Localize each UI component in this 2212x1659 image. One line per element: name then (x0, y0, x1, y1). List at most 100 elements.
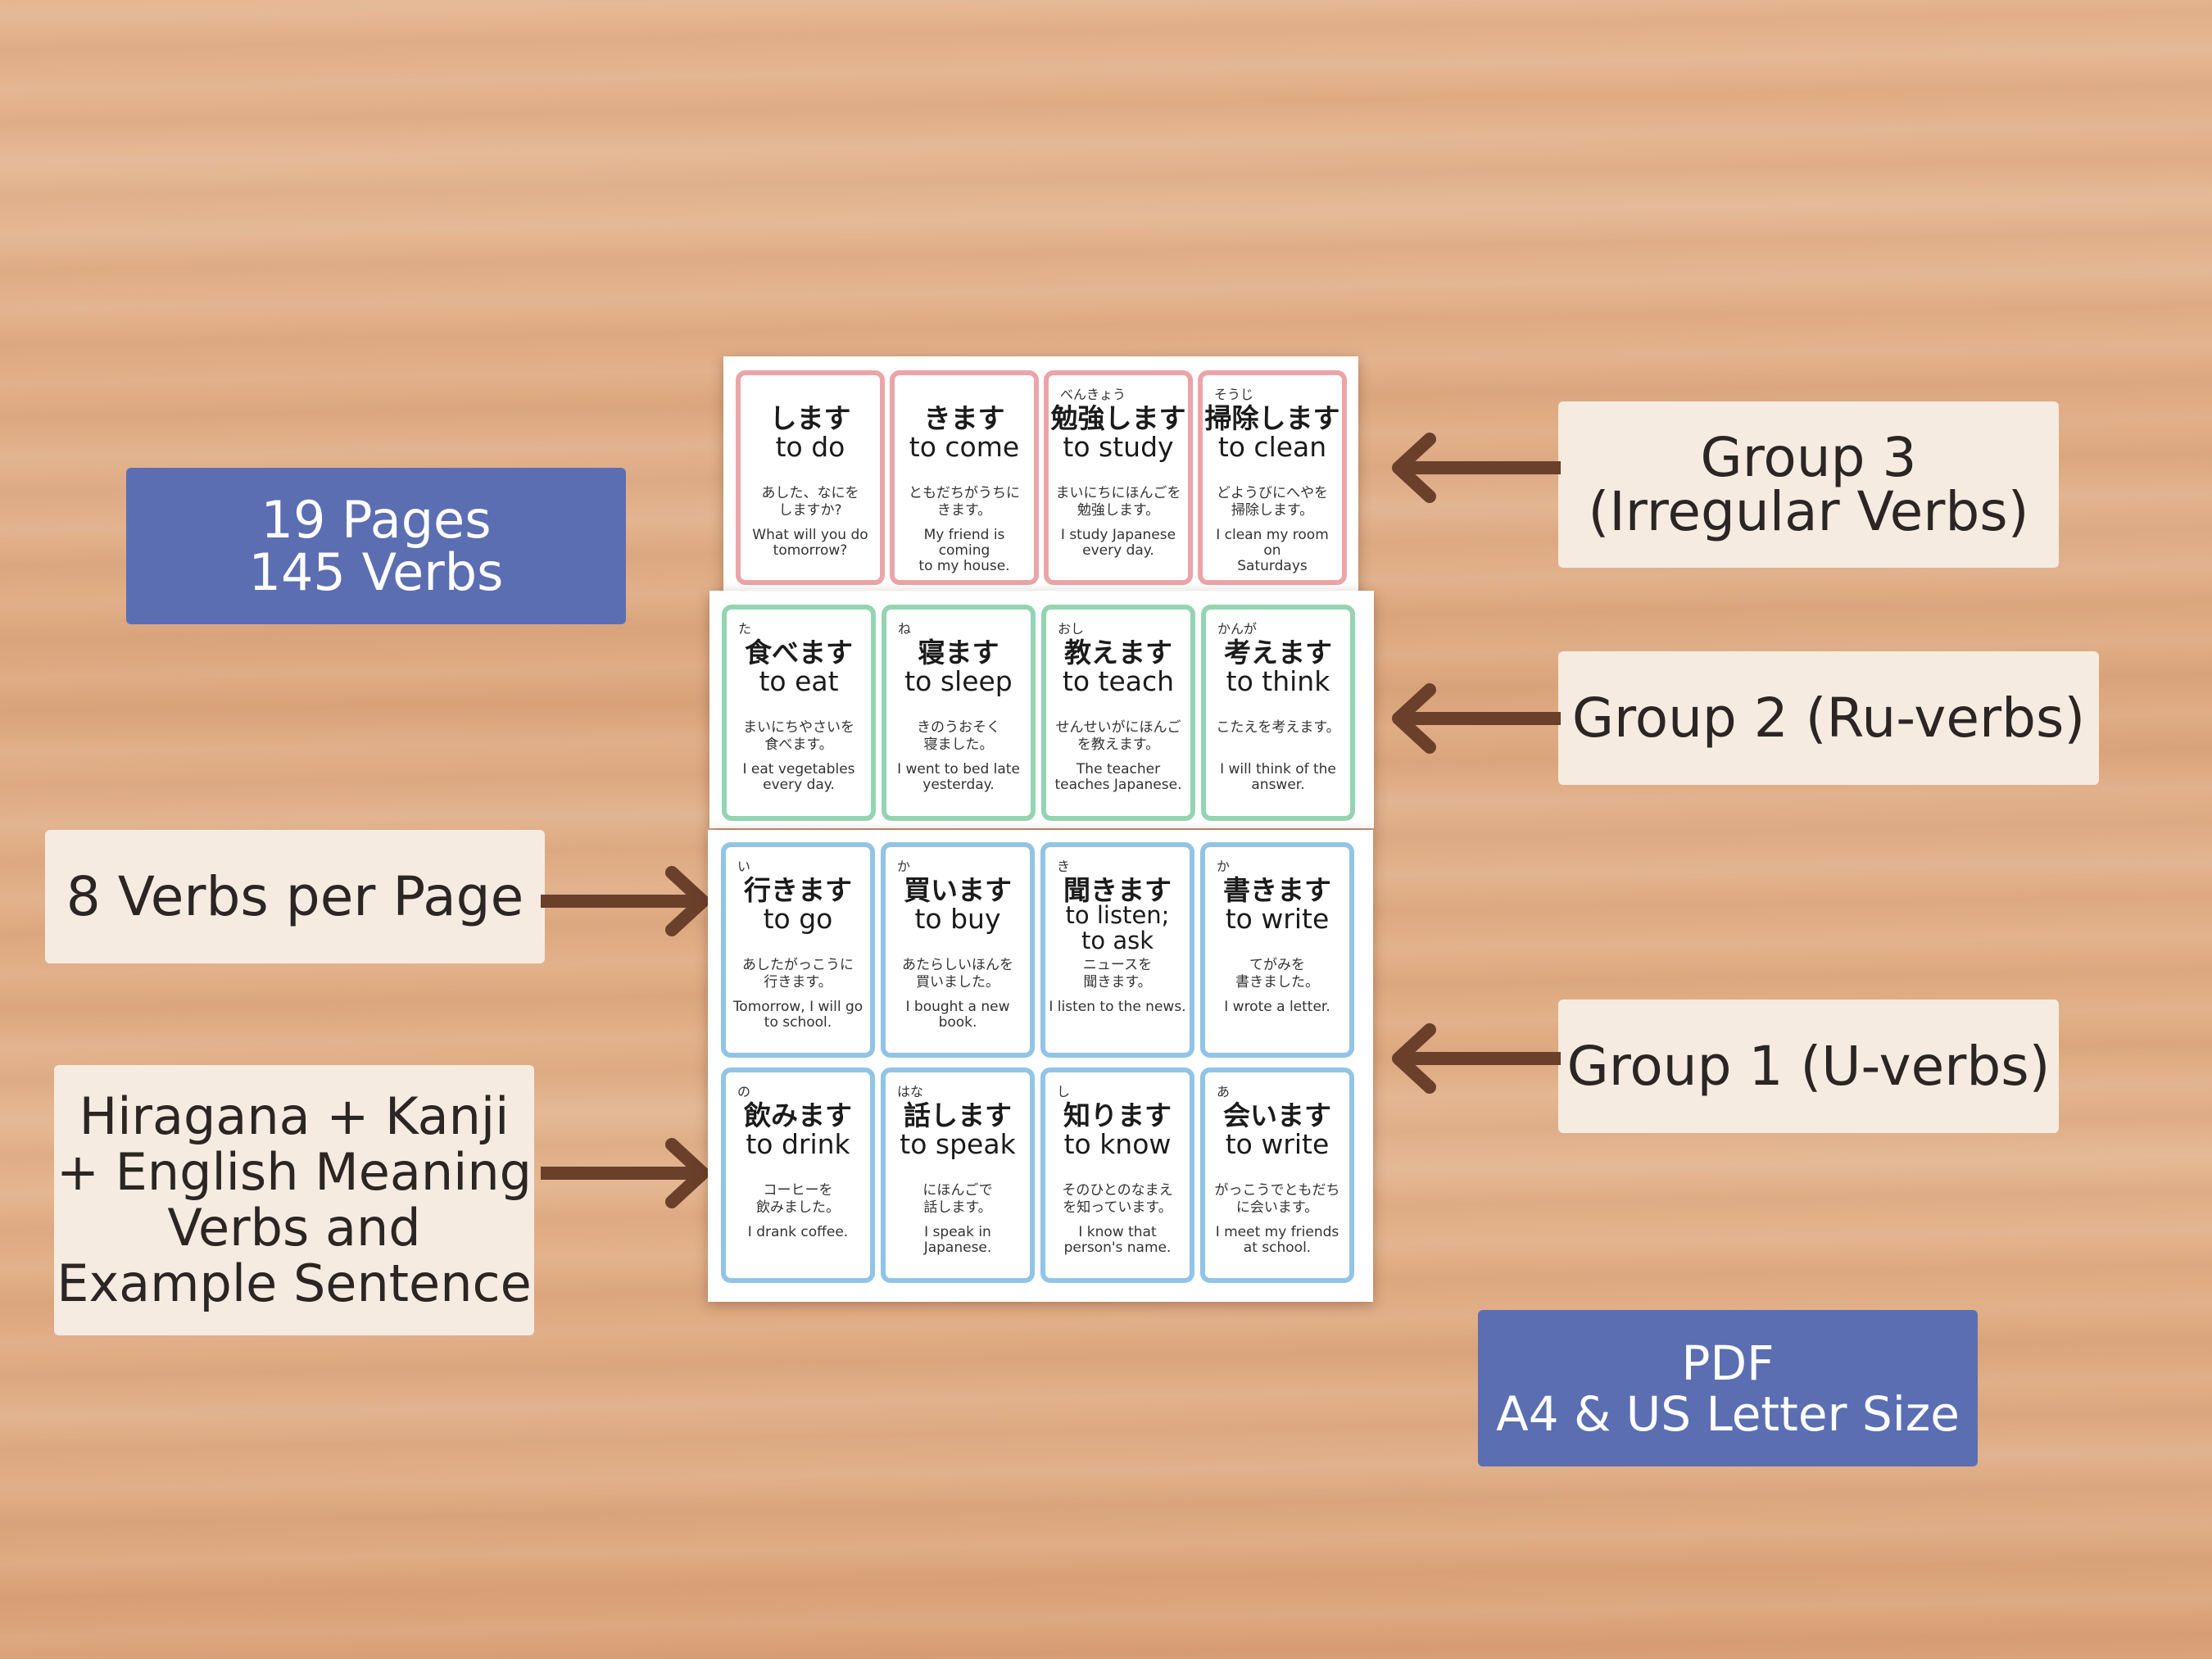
card-meaning: to know (1063, 1128, 1172, 1160)
group3-card: べんきょう 勉強します to study まいにちにほんごを 勉強します。 I … (1044, 370, 1193, 585)
card-meaning: to go (763, 903, 833, 935)
card-example: あたらしいほんを 買いました。 (902, 957, 1013, 990)
card-furigana: ね (898, 621, 912, 637)
card-verb: 話します (904, 1099, 1012, 1131)
card-furigana: し (1057, 1084, 1071, 1099)
group2-label: Group 2 (Ru-verbs) (1558, 651, 2099, 785)
card-meaning: to clean (1217, 431, 1327, 463)
card-meaning: to write (1225, 1128, 1330, 1160)
group1-card: はな 話します to speak にほんごで 話します。 I speak in … (881, 1067, 1035, 1283)
card-translation: What will you do tomorrow? (752, 527, 868, 559)
group3-sheet: します to do あした、なにを しますか? What will you do… (723, 356, 1358, 624)
card-example: ともだちがうちに きます。 (909, 485, 1020, 519)
card-example: あしたがっこうに 行きます。 (742, 957, 854, 990)
group2-card: た 食べます to eat まいにちやさいを 食べます。 I eat veget… (722, 605, 876, 821)
content-description-label: Hiragana + Kanji + English Meaning Verbs… (54, 1065, 534, 1335)
content-line-2: + English Meaning (56, 1142, 533, 1202)
card-verb: します (769, 402, 851, 434)
group1-card: の 飲みます to drink コーヒーを 飲みました。 I drank cof… (721, 1067, 875, 1283)
card-meaning: to buy (914, 903, 1001, 935)
arrow-from-group3-icon (1392, 433, 1561, 503)
arrow-to-group1-page-icon (541, 866, 709, 936)
card-furigana: い (737, 859, 751, 874)
arrow-from-group2-icon (1392, 683, 1561, 754)
card-translation: I bought a new book. (905, 999, 1010, 1031)
group1-card: か 買います to buy あたらしいほんを 買いました。 I bought a… (881, 842, 1035, 1058)
card-verb: 教えます (1064, 637, 1172, 669)
card-meaning: to write (1225, 903, 1330, 935)
group2-text: Group 2 (Ru-verbs) (1571, 687, 2086, 750)
group2-card: ね 寝ます to sleep きのうおそく 寝ました。 I went to be… (882, 605, 1036, 821)
group3-line-2: (Irregular Verbs) (1588, 479, 2029, 543)
card-furigana: おし (1058, 621, 1085, 637)
card-verb: 行きます (744, 874, 852, 906)
card-translation: I eat vegetables every day. (742, 761, 855, 793)
group2-card: おし 教えます to teach せんせいがにほんご を教えます。 The te… (1041, 605, 1195, 821)
card-example: にほんごで 話します。 (922, 1182, 993, 1216)
format-label: PDF A4 & US Letter Size (1478, 1310, 1978, 1466)
content-line-4: Example Sentence (57, 1253, 532, 1313)
card-example: てがみを 書きました。 (1235, 957, 1319, 990)
card-translation: The teacher teaches Japanese. (1054, 761, 1182, 793)
format-line-1: PDF (1681, 1335, 1775, 1391)
card-example: がっこうでともだち に会います。 (1214, 1182, 1340, 1216)
card-meaning: to come (909, 431, 1020, 463)
card-example: きのうおそく 寝ました。 (917, 719, 1000, 753)
card-example: そのひとのなまえ を知っています。 (1062, 1182, 1173, 1216)
card-meaning: to teach (1062, 665, 1175, 697)
group3-card: きます to come ともだちがうちに きます。 My friend is c… (890, 370, 1039, 585)
group2-card: かんが 考えます to think こたえを考えます。 I will think… (1201, 605, 1355, 821)
arrow-from-group1-icon (1392, 1023, 1561, 1094)
card-translation: I speak in Japanese. (923, 1224, 992, 1256)
card-translation: Tomorrow, I will go to school. (732, 999, 863, 1031)
card-furigana: か (897, 859, 911, 874)
group3-label: Group 3 (Irregular Verbs) (1558, 401, 2059, 568)
group1-card: あ 会います to write がっこうでともだち に会います。 I meet … (1200, 1067, 1354, 1283)
group3-card: します to do あした、なにを しますか? What will you do… (736, 370, 885, 585)
verbs-per-page-text: 8 Verbs per Page (66, 865, 524, 928)
group1-text: Group 1 (U-verbs) (1566, 1035, 2051, 1098)
card-translation: I wrote a letter. (1224, 999, 1330, 1015)
card-example: どようびにへやを 掃除します。 (1217, 485, 1328, 519)
card-verb: 知ります (1063, 1099, 1172, 1131)
group1-label: Group 1 (U-verbs) (1558, 999, 2059, 1133)
card-meaning: to sleep (904, 665, 1013, 697)
verbs-per-page-label: 8 Verbs per Page (45, 830, 545, 963)
group3-line-1: Group 3 (1700, 425, 1917, 489)
card-furigana: かんが (1217, 621, 1258, 637)
card-translation: I listen to the news. (1049, 999, 1186, 1015)
card-meaning: to drink (746, 1128, 850, 1160)
card-verb: 買います (904, 874, 1012, 906)
verbs-count-line: 145 Verbs (248, 542, 504, 602)
card-example: ニュースを 聞きます。 (1082, 957, 1153, 990)
card-translation: I know that person's name. (1063, 1224, 1172, 1256)
card-example: こたえを考えます。 (1216, 719, 1340, 736)
group1-card: し 知ります to know そのひとのなまえ を知っています。 I know … (1040, 1067, 1194, 1283)
group1-card: い 行きます to go あしたがっこうに 行きます。 Tomorrow, I … (721, 842, 875, 1058)
group2-sheet: た 食べます to eat まいにちやさいを 食べます。 I eat veget… (709, 591, 1374, 828)
card-verb: 食べます (745, 637, 853, 669)
card-verb: 考えます (1224, 637, 1332, 669)
card-furigana: あ (1217, 1084, 1231, 1099)
card-furigana: き (1057, 859, 1071, 874)
card-translation: I clean my room on Saturdays (1216, 527, 1329, 574)
card-translation: I went to bed late yesterday. (897, 761, 1020, 793)
card-example: まいにちにほんごを 勉強します。 (1055, 485, 1181, 519)
card-furigana: はな (897, 1084, 924, 1099)
group3-card: そうじ 掃除します to clean どようびにへやを 掃除します。 I cle… (1198, 370, 1347, 585)
pages-count-line: 19 Pages (261, 489, 492, 550)
card-verb: きます (923, 402, 1005, 434)
card-meaning: to speak (900, 1128, 1016, 1160)
card-translation: I meet my friends at school. (1215, 1224, 1339, 1256)
card-verb: 書きます (1223, 874, 1331, 906)
card-example: まいにちやさいを 食べます。 (743, 719, 854, 753)
card-meaning: to do (775, 431, 845, 463)
card-furigana: た (738, 621, 752, 637)
card-furigana: の (737, 1084, 751, 1099)
card-translation: I will think of the answer. (1220, 761, 1336, 793)
card-verb: 掃除します (1204, 402, 1340, 434)
card-translation: My friend is coming to my house. (918, 527, 1010, 574)
card-example: あした、なにを しますか? (761, 485, 859, 519)
content-line-1: Hiragana + Kanji (79, 1086, 510, 1146)
card-meaning: to listen; to ask (1065, 901, 1170, 954)
